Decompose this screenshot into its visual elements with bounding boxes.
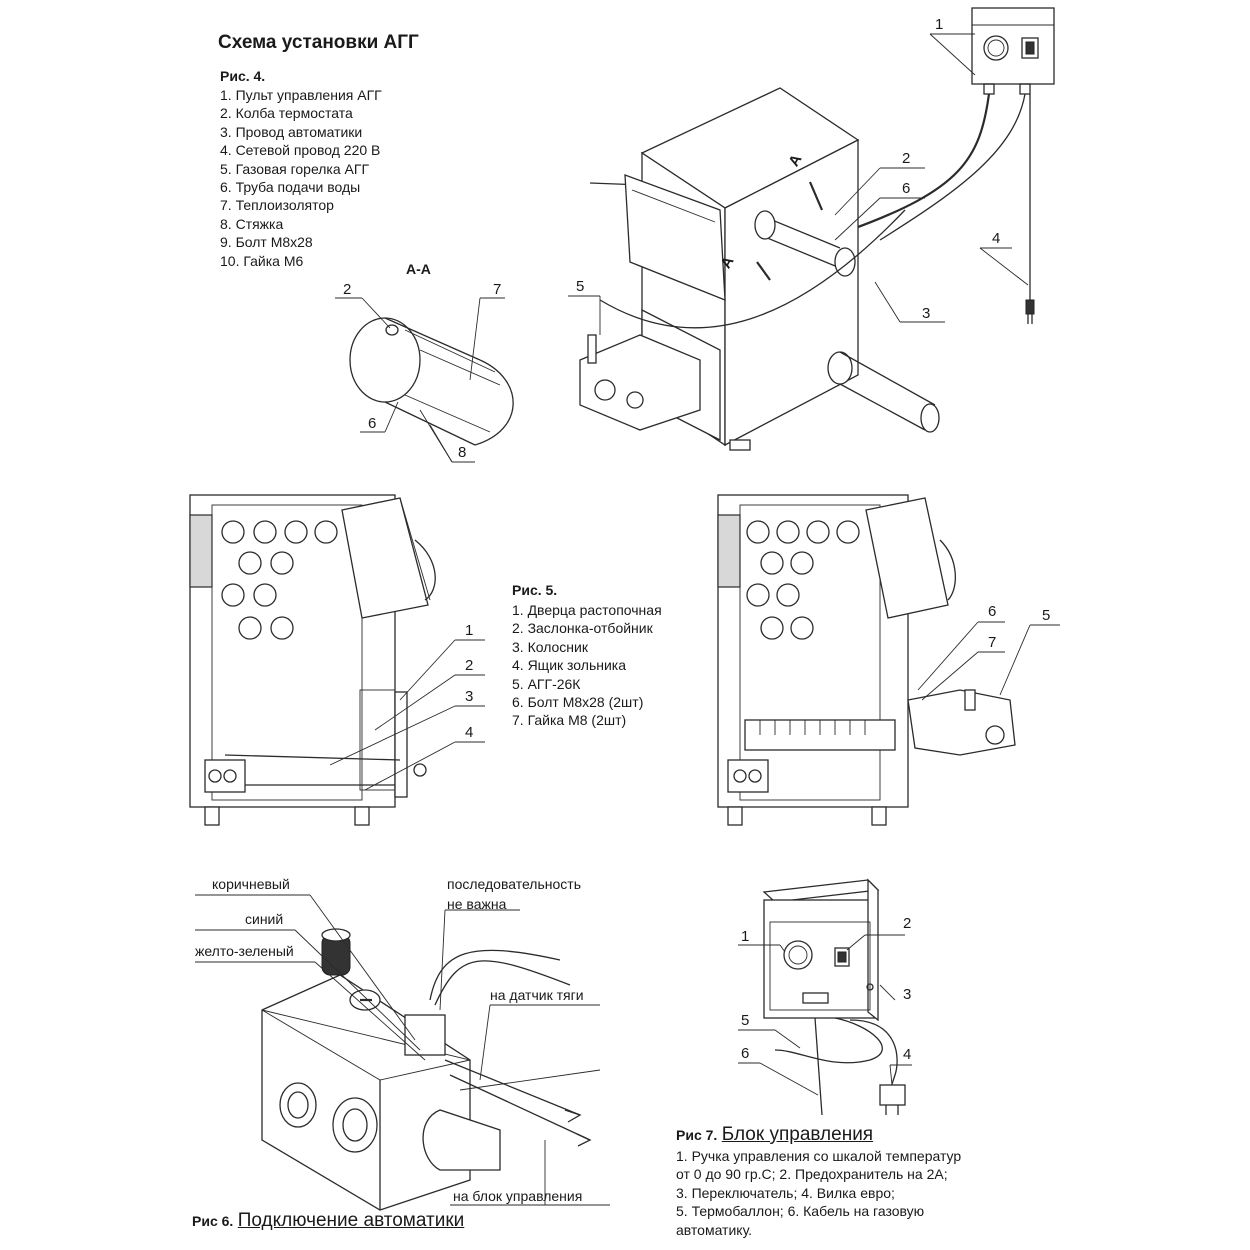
automation-connection-drawing [261,928,601,1211]
boiler-front-view-right [717,494,1016,826]
fig4-legend-item: 8. Стяжка [220,215,284,232]
fig7-description-line: 5. Термобаллон; 6. Кабель на газовую [676,1203,925,1220]
fig7-title: Блок управления [721,1124,874,1145]
fig5-legend-item: 5. АГГ-26К [512,675,581,692]
fig7-callout-4: 4 [903,1046,912,1063]
fig4-legend-item: 10. Гайка М6 [220,252,304,269]
fig5-heading: Рис. 5. [512,582,558,598]
fig5-callout-2: 2 [465,657,474,674]
fig7-callout-5: 5 [741,1012,750,1029]
fig4-legend-item: 1. Пульт управления АГГ [220,87,382,103]
page-title: Схема установки АГГ [218,32,419,53]
fig5-callout-1: 1 [465,622,474,639]
fig7-callout-1: 1 [741,928,750,945]
fig4-legend-item: 2. Колба термостата [220,105,353,122]
fig5-callout-3: 3 [465,688,474,705]
callout-6: 6 [902,180,911,197]
fig4-legend-item: 4. Сетевой провод 220 В [220,142,381,159]
callout-5: 5 [576,278,585,295]
callout-3: 3 [922,305,931,322]
fig5-callout-4: 4 [465,724,474,741]
fig5-legend-item: 7. Гайка М8 (2шт) [512,712,627,729]
order-note-line2: не важна [447,896,507,912]
fig4-legend-item: 6. Труба подачи воды [220,179,361,196]
callout-1: 1 [935,16,944,33]
control-panel-drawing [849,7,1055,324]
fig6-title: Подключение автоматики [237,1210,465,1231]
fig4-heading: Рис. 4. [220,68,266,84]
section-callout-6: 6 [368,415,377,432]
section-aa-drawing [349,317,514,446]
boiler-isometric-drawing [579,87,940,451]
fig4-legend-item: 5. Газовая горелка АГГ [220,160,370,177]
section-aa-label: А-А [406,261,431,277]
control-unit-label: на блок управления [453,1188,583,1204]
fig7-description: 1. Ручка управления со шкалой температур… [676,1147,961,1239]
fig5-callout-5: 5 [1042,607,1051,624]
fig4-legend-item: 3. Провод автоматики [220,123,363,140]
fig5-callout-6: 6 [988,603,997,620]
fig4-legend-item: 7. Теплоизолятор [220,197,334,214]
control-unit-drawing [762,878,906,1116]
fig7-prefix: Рис 7. [676,1127,718,1143]
fig5-legend-item: 2. Заслонка-отбойник [512,620,653,637]
boiler-front-view-left [189,494,436,826]
fig7-description-line: от 0 до 90 гр.С; 2. Предохранитель на 2А… [676,1166,948,1183]
fig5-legend-item: 6. Болт М8х28 (2шт) [512,694,644,711]
fig7-callout-3: 3 [903,986,912,1003]
section-callout-8: 8 [458,444,467,461]
fig5-legend-item: 1. Дверца растопочная [512,602,662,618]
fig7-description-line: 3. Переключатель; 4. Вилка евро; [676,1184,895,1201]
fig7-caption: Рис 7. Блок управления [676,1124,873,1146]
fig5-callout-7: 7 [988,634,997,651]
fig4-legend: 1. Пульт управления АГГ 2. Колба термост… [220,86,382,270]
fig7-callout-2: 2 [903,915,912,932]
wire-blue-label: синий [245,911,284,927]
fig5-legend-item: 4. Ящик зольника [512,657,627,674]
fig5-legend-item: 3. Колосник [512,638,588,655]
fig6-prefix: Рис 6. [192,1213,234,1229]
section-callout-7: 7 [493,281,502,298]
fig7-description-line: 1. Ручка управления со шкалой температур [676,1148,962,1164]
fig7-callout-6: 6 [741,1045,750,1062]
fig4-legend-item: 9. Болт М8х28 [220,234,313,251]
order-note-line1: последовательность [447,876,581,892]
callout-2: 2 [902,150,911,167]
leader-lines [195,33,1060,1206]
fig6-caption: Рис 6. Подключение автоматики [192,1210,464,1232]
section-callout-2: 2 [343,281,352,298]
wire-yellow-green-label: желто-зеленый [195,943,294,959]
fig7-description-line: автоматику. [676,1221,753,1238]
draft-sensor-label: на датчик тяги [490,987,584,1003]
callout-4: 4 [992,230,1001,247]
fig5-legend: 1. Дверца растопочная 2. Заслонка-отбойн… [512,601,662,730]
wire-brown-label: коричневый [212,876,290,892]
